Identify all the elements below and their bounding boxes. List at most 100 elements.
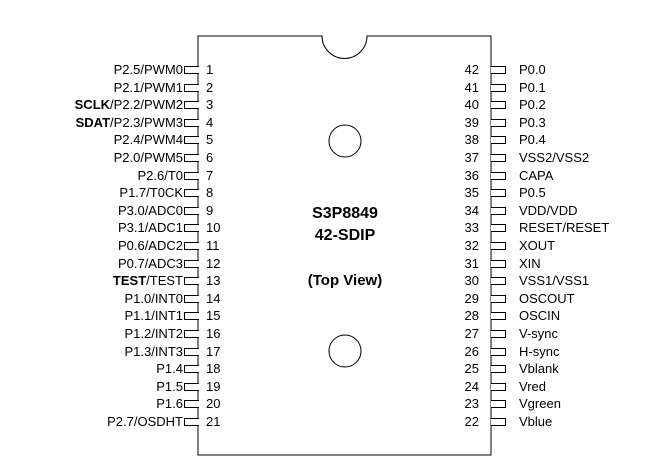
pin-lead — [491, 83, 506, 92]
pin-number: 35 — [464, 185, 479, 201]
pin-label: P0.5 — [519, 185, 546, 201]
pin-number: 33 — [464, 220, 479, 236]
orientation-mark-top — [328, 124, 362, 158]
pin-label: V-sync — [519, 326, 559, 341]
pin-lead — [184, 312, 199, 321]
pin-number: 22 — [464, 414, 479, 429]
pin-lead — [184, 382, 199, 391]
pin-lead — [184, 365, 199, 374]
pin-lead — [184, 118, 199, 127]
pin-label: P0.1 — [519, 79, 546, 95]
pin-lead — [491, 330, 506, 338]
pin-label: P1.3/INT3 — [124, 343, 183, 359]
pin-label: Vblank — [519, 361, 559, 377]
pin-label: VSS2/VSS2 — [519, 150, 590, 165]
pin-label: XIN — [519, 255, 541, 271]
pin-label: P1.1/INT1 — [124, 308, 183, 324]
pin-lead — [184, 277, 199, 286]
pin-number: 32 — [464, 238, 479, 253]
pin-label: P1.7/T0CK — [119, 185, 183, 201]
pin-number: 2 — [206, 79, 214, 95]
pin-number: 7 — [206, 167, 214, 183]
pin-lead — [491, 224, 506, 233]
pin-lead — [184, 171, 199, 180]
pin-label: P0.4 — [519, 132, 546, 148]
pin-number: 16 — [206, 326, 221, 341]
pin-number: 38 — [464, 132, 479, 148]
pin-label: P3.0/ADC0 — [117, 202, 183, 218]
pin-lead — [184, 101, 199, 110]
pin-lead — [184, 242, 199, 250]
pin-label: TEST/TEST — [112, 273, 183, 289]
pin-number: 30 — [464, 273, 479, 289]
pin-lead — [491, 136, 506, 145]
pin-number: 8 — [206, 185, 214, 201]
pin-lead — [184, 400, 199, 409]
pin-label: P1.6 — [156, 396, 183, 412]
pin-label: P2.1/PWM1 — [113, 79, 183, 95]
pin-label: P2.0/PWM5 — [113, 150, 183, 165]
pin-label: P2.6/T0 — [137, 167, 183, 183]
pin-lead — [184, 189, 199, 198]
pin-lead — [184, 136, 199, 145]
pin-lead — [491, 382, 506, 391]
pin-number: 24 — [464, 378, 479, 394]
pin-label: P0.7/ADC3 — [117, 255, 183, 271]
pin-number: 4 — [206, 114, 214, 130]
pin-number: 26 — [464, 343, 479, 359]
pin-lead — [491, 171, 506, 180]
pin-lead — [184, 330, 199, 338]
pin-number: 14 — [206, 290, 221, 306]
pin-lead — [184, 83, 199, 92]
pin-lead — [491, 189, 506, 198]
pin-number: 40 — [464, 97, 479, 113]
pin-lead — [491, 347, 506, 356]
pin-lead — [491, 242, 506, 250]
pin-number: 42 — [464, 62, 479, 77]
pin-lead — [491, 66, 506, 74]
pin-label: P0.0 — [519, 62, 546, 77]
pin-lead — [491, 118, 506, 127]
pin-number: 23 — [464, 396, 479, 412]
pin-lead — [491, 277, 506, 286]
pin-number: 25 — [464, 361, 479, 377]
pin-label: P3.1/ADC1 — [117, 220, 183, 236]
view-label: (Top View) — [307, 272, 383, 289]
pin-label: P2.7/OSDHT — [107, 414, 183, 429]
pin-lead — [491, 312, 506, 321]
pin-number: 36 — [464, 167, 479, 183]
pin-label: H-sync — [519, 343, 560, 359]
pin-lead — [184, 347, 199, 356]
pin-number: 13 — [206, 273, 221, 289]
pin-lead — [184, 154, 199, 162]
pin-lead — [184, 294, 199, 303]
pin-label: XOUT — [519, 238, 556, 253]
pin-label: OSCOUT — [519, 290, 575, 306]
pin-number: 39 — [464, 114, 479, 130]
pin-label: P1.4 — [156, 361, 183, 377]
pin-lead — [491, 294, 506, 303]
pin-label: OSCIN — [519, 308, 561, 324]
pin-number: 1 — [206, 62, 214, 77]
pin-number: 9 — [206, 202, 214, 218]
pin-label: P0.6/ADC2 — [117, 238, 183, 253]
pin-number: 28 — [464, 308, 479, 324]
pin-number: 11 — [206, 238, 220, 253]
pin-label: SDAT/P2.3/PWM3 — [75, 114, 183, 130]
pin-lead — [491, 259, 506, 268]
pin-label: P1.5 — [156, 378, 183, 394]
pin-label: RESET/RESET — [519, 220, 610, 236]
pin-label: P2.4/PWM4 — [113, 132, 183, 148]
pin-label: CAPA — [519, 167, 554, 183]
pin-label: P0.2 — [519, 97, 546, 113]
pin-lead — [184, 418, 199, 426]
pin-lead — [184, 206, 199, 215]
pin-number: 17 — [206, 343, 221, 359]
pin-label: Vred — [519, 378, 546, 394]
pin-number: 5 — [206, 132, 214, 148]
pin-number: 18 — [206, 361, 221, 377]
pin-number: 29 — [464, 290, 479, 306]
pin-label: Vblue — [519, 414, 553, 429]
